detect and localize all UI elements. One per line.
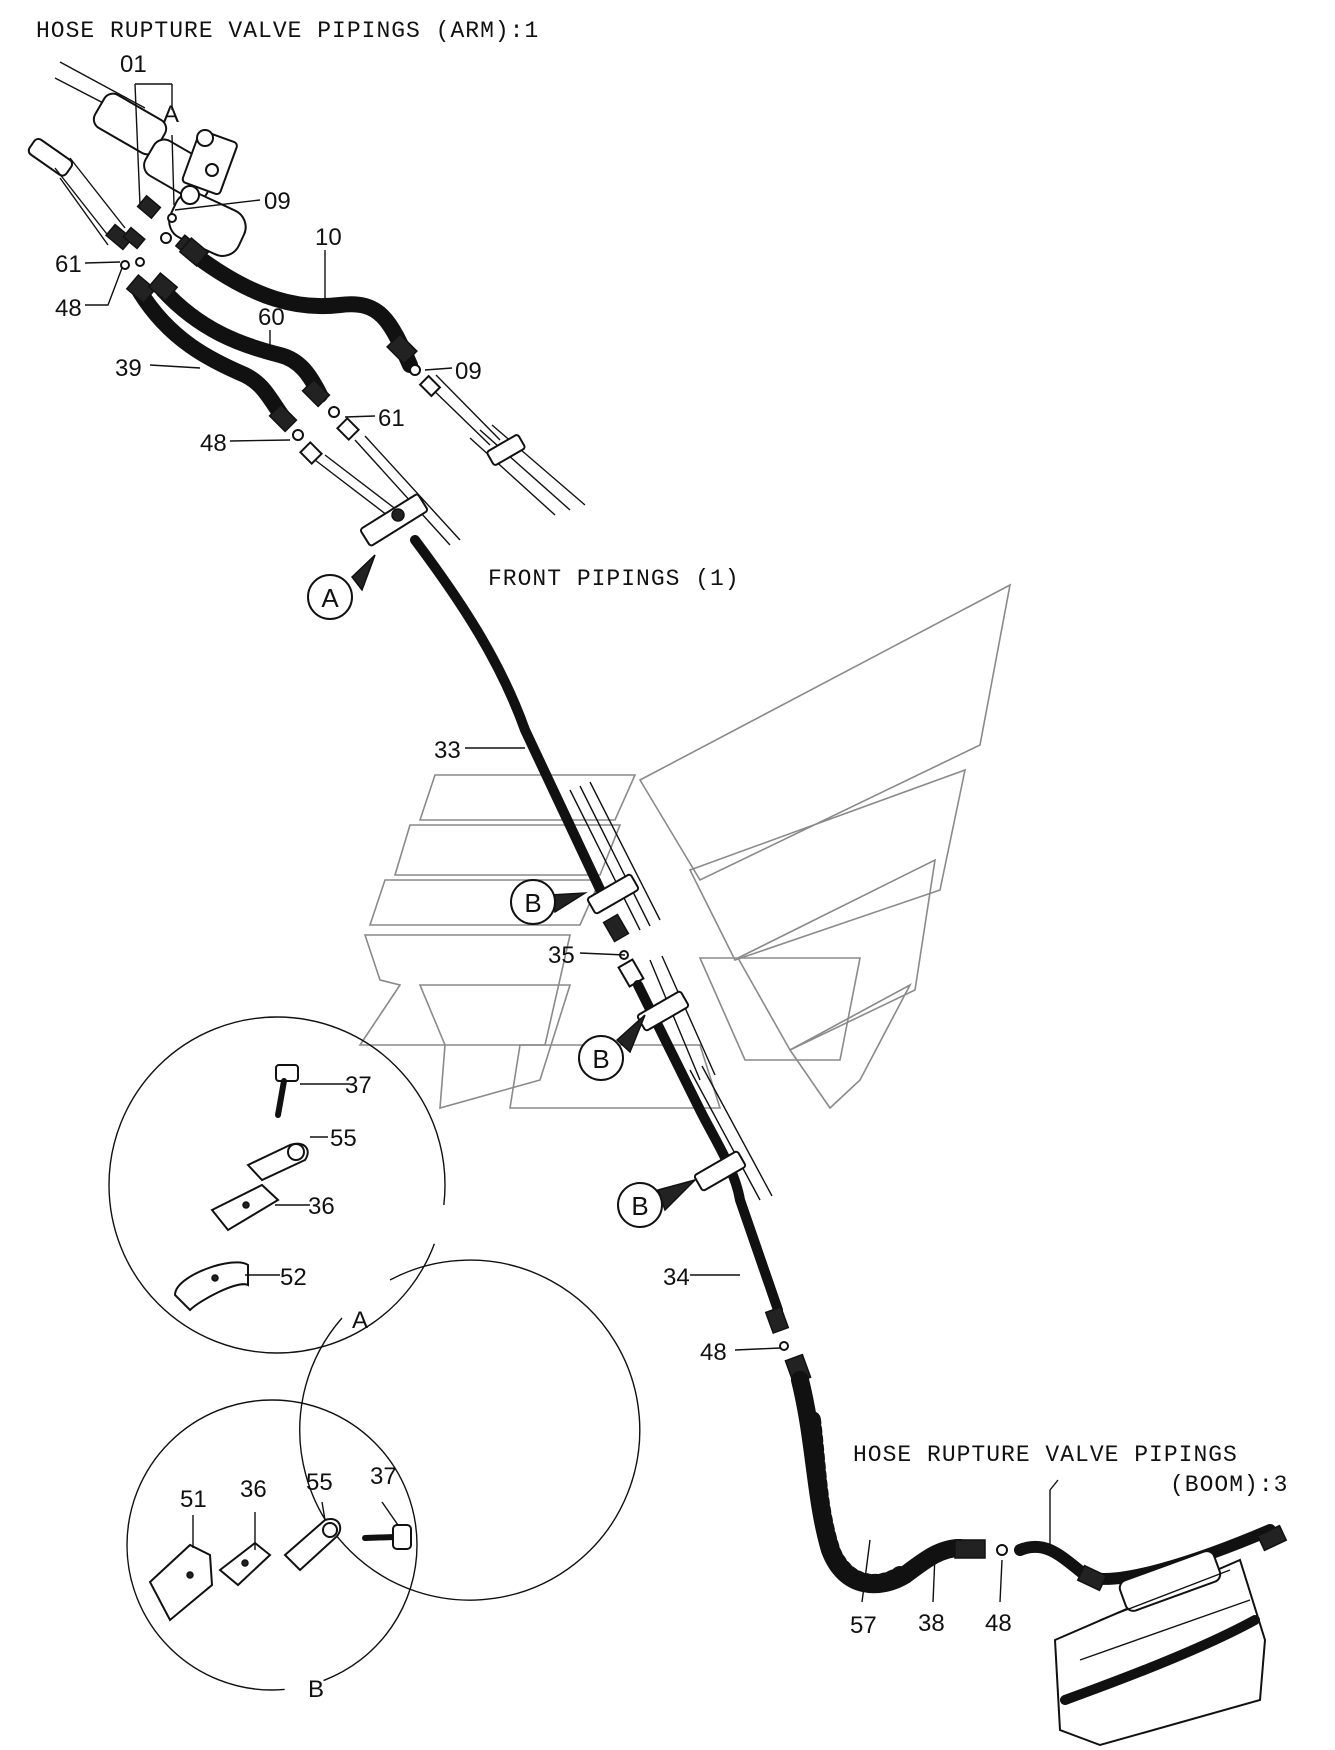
leader-lines — [84, 199, 1003, 1603]
title-arm: HOSE RUPTURE VALVE PIPINGS (ARM):1 — [36, 18, 539, 44]
detail-b-label-37: 37 — [370, 1463, 397, 1490]
svg-text:B: B — [524, 888, 541, 918]
label-35: 35 — [548, 942, 575, 969]
detail-circle-b: 51 36 55 37 B — [126, 1399, 418, 1703]
detail-b-label-51: 51 — [180, 1486, 207, 1513]
detail-b-label-55: 55 — [306, 1469, 333, 1496]
label-60: 60 — [258, 304, 285, 331]
title-boom-line1: HOSE RUPTURE VALVE PIPINGS — [853, 1442, 1238, 1468]
svg-text:A: A — [321, 583, 339, 613]
detail-b-label-36: 36 — [240, 1476, 267, 1503]
hose-57-38 — [784, 1353, 1008, 1594]
svg-text:B: B — [631, 1191, 648, 1221]
detail-a-label-52: 52 — [280, 1264, 307, 1291]
label-33: 33 — [434, 737, 461, 764]
pipe-33 — [314, 435, 661, 960]
title-boom-line2: (BOOM):3 — [1170, 1472, 1288, 1498]
detail-b-name: B — [308, 1676, 324, 1703]
detail-a-label-37: 37 — [345, 1072, 372, 1099]
label-61-mid: 61 — [378, 405, 405, 432]
label-48-mid: 48 — [200, 430, 227, 457]
label-48-lower: 48 — [700, 1339, 727, 1366]
label-09-right: 09 — [455, 358, 482, 385]
label-a-small: A — [163, 101, 179, 128]
part-labels: 01 A 09 10 61 48 60 39 09 61 48 33 35 34… — [55, 51, 1012, 1639]
detail-a-label-55: 55 — [330, 1125, 357, 1152]
callout-b-upper[interactable]: B — [510, 879, 588, 925]
label-10: 10 — [315, 224, 342, 251]
label-09-top: 09 — [264, 188, 291, 215]
label-01: 01 — [120, 51, 147, 78]
label-48-boom: 48 — [985, 1610, 1012, 1637]
label-61-top: 61 — [55, 251, 82, 278]
watermark-logo — [358, 583, 1012, 1110]
pipe-34 — [617, 955, 790, 1351]
label-39: 39 — [115, 355, 142, 382]
detail-a-label-36: 36 — [308, 1193, 335, 1220]
detail-circle-a: 37 55 36 52 A — [108, 1016, 641, 1601]
title-front-pipings: FRONT PIPINGS (1) — [488, 566, 740, 592]
callout-b-middle[interactable]: B — [578, 1014, 646, 1081]
bracket-01 — [134, 83, 175, 206]
label-38: 38 — [918, 1610, 945, 1637]
svg-text:B: B — [592, 1044, 609, 1074]
hose-10 — [178, 236, 586, 516]
callout-a-main[interactable]: A — [307, 554, 376, 620]
hoses-39-60 — [125, 271, 361, 466]
detail-a-name: A — [352, 1307, 368, 1334]
label-34: 34 — [663, 1264, 690, 1291]
label-57: 57 — [850, 1612, 877, 1639]
label-48-top: 48 — [55, 295, 82, 322]
callout-b-lower[interactable]: B — [617, 1178, 698, 1228]
arm-valve-assembly — [27, 61, 247, 270]
boom-valve-assembly — [1014, 1479, 1288, 1747]
